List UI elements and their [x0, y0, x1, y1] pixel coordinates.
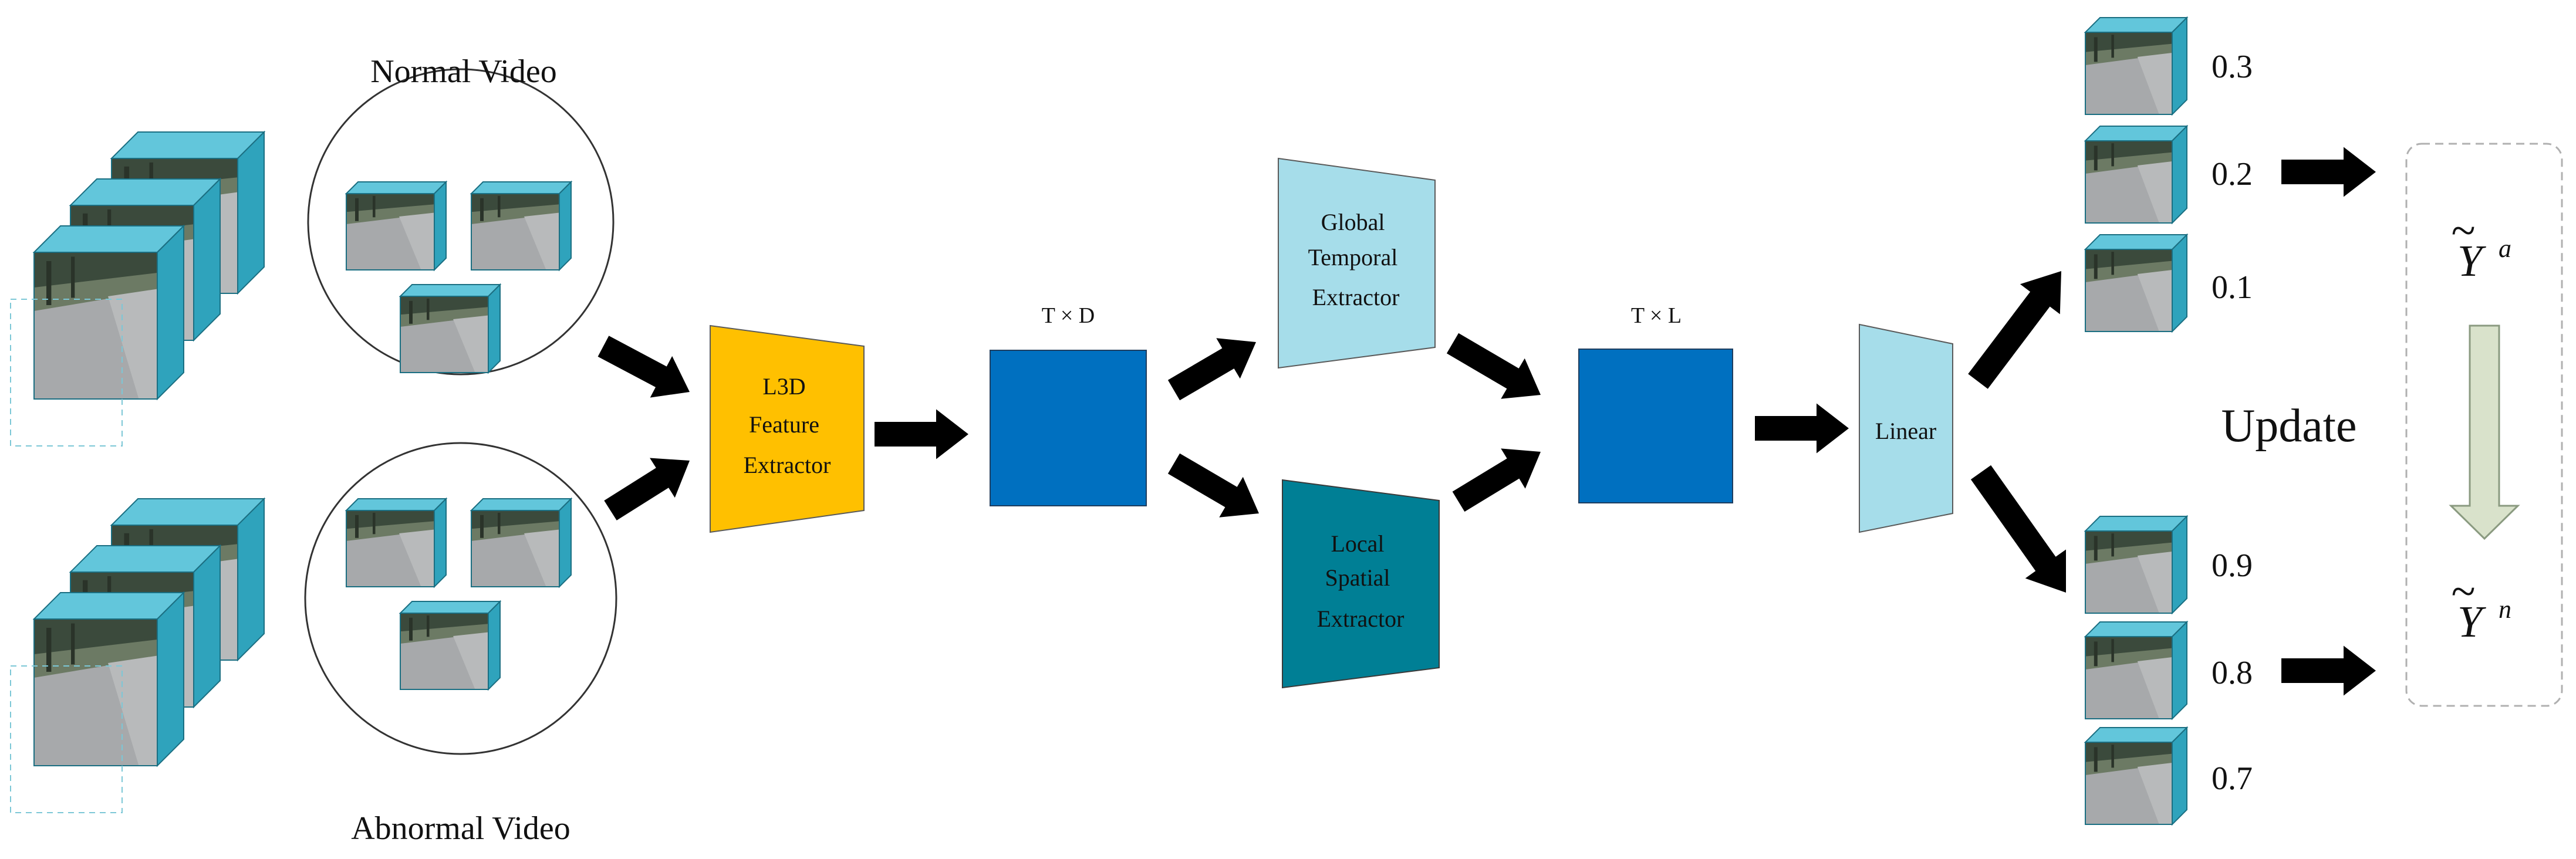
local-extractor-label-2: Spatial [1325, 564, 1390, 591]
block-arrow-icon [1968, 271, 2061, 389]
block-arrow-icon [1755, 403, 1849, 454]
block-arrow-icon [1452, 448, 1541, 512]
feature-extractor-label-3: Extractor [744, 452, 831, 478]
block-arrow-icon [1970, 465, 2066, 593]
abnormal-video-cube-2 [69, 544, 222, 709]
td-dim-label: T × D [1042, 303, 1095, 328]
global-extractor-label-1: Global [1321, 209, 1385, 235]
score-bottom-1: 0.9 [2212, 547, 2253, 584]
score-bottom-2: 0.8 [2212, 655, 2253, 691]
block-arrow-icon [1446, 333, 1541, 399]
normal-clip-3 [399, 283, 502, 374]
abnormal-clip-circle [304, 442, 617, 755]
y-a-tilde: ~ [2450, 206, 2474, 255]
linear-layer-block [1859, 323, 1953, 533]
local-extractor-label: Local Spatial Extractor [1317, 530, 1405, 632]
feature-extractor-block [710, 324, 865, 533]
abnormal-clip-3 [399, 600, 502, 691]
block-arrow-icon [875, 409, 968, 459]
y-a-base: Y [2457, 236, 2487, 286]
score-cube-top-2 [2084, 124, 2189, 225]
abnormal-video-label: Abnormal Video [351, 810, 570, 847]
global-extractor-label-2: Temporal [1308, 244, 1398, 270]
tl-feature-matrix [1578, 349, 1733, 503]
block-arrow-icon [604, 458, 690, 520]
normal-clip-2 [470, 180, 573, 272]
score-bottom-3: 0.7 [2212, 760, 2253, 797]
feature-extractor-label-2: Feature [749, 411, 819, 438]
feature-extractor-label-1: L3D [762, 373, 805, 400]
score-top-1: 0.3 [2212, 49, 2253, 85]
y-n-base: Y [2457, 597, 2487, 647]
score-cube-top-1 [2084, 16, 2189, 116]
normal-video-cube-1 [110, 130, 266, 295]
global-extractor-label-3: Extractor [1312, 284, 1400, 310]
normal-video-label: Normal Video [370, 53, 557, 90]
linear-label: Linear [1875, 418, 1936, 444]
update-label: Update [2221, 400, 2356, 452]
td-feature-matrix [990, 350, 1147, 506]
tl-dim-label: T × L [1631, 303, 1682, 328]
score-cube-bottom-1 [2084, 515, 2189, 615]
normal-video-cube-2 [69, 177, 222, 342]
score-top-3: 0.1 [2212, 269, 2253, 306]
y-a-sup: a [2499, 234, 2511, 263]
local-extractor-block [1282, 479, 1440, 689]
block-arrow-icon [597, 336, 690, 398]
down-arrow-icon [2449, 324, 2520, 540]
normal-clip-circle [307, 68, 615, 376]
local-extractor-label-3: Extractor [1317, 606, 1405, 632]
abnormal-video-cube-3 [10, 591, 185, 813]
abnormal-clip-2 [470, 497, 573, 589]
score-top-2: 0.2 [2212, 156, 2253, 192]
feature-extractor-label: L3D Feature Extractor [744, 373, 831, 478]
score-cube-top-3 [2084, 233, 2189, 333]
global-extractor-label: Global Temporal Extractor [1308, 209, 1404, 310]
block-arrow-icon [2281, 147, 2376, 197]
y-n-tilde: ~ [2450, 567, 2474, 616]
global-extractor-block [1278, 157, 1436, 369]
block-arrow-icon [1167, 453, 1259, 518]
block-arrow-icon [1167, 338, 1256, 401]
block-arrow-icon [2281, 645, 2376, 696]
local-extractor-label-1: Local [1331, 530, 1384, 557]
score-cube-bottom-3 [2084, 726, 2189, 826]
pseudo-label-a: ~ Y a [2450, 206, 2511, 286]
abnormal-clip-1 [345, 497, 448, 589]
y-n-sup: n [2499, 595, 2511, 624]
score-cube-bottom-2 [2084, 620, 2189, 721]
normal-clip-1 [345, 180, 448, 272]
pseudo-label-n: ~ Y n [2450, 567, 2511, 647]
normal-video-cube-3 [10, 224, 185, 447]
